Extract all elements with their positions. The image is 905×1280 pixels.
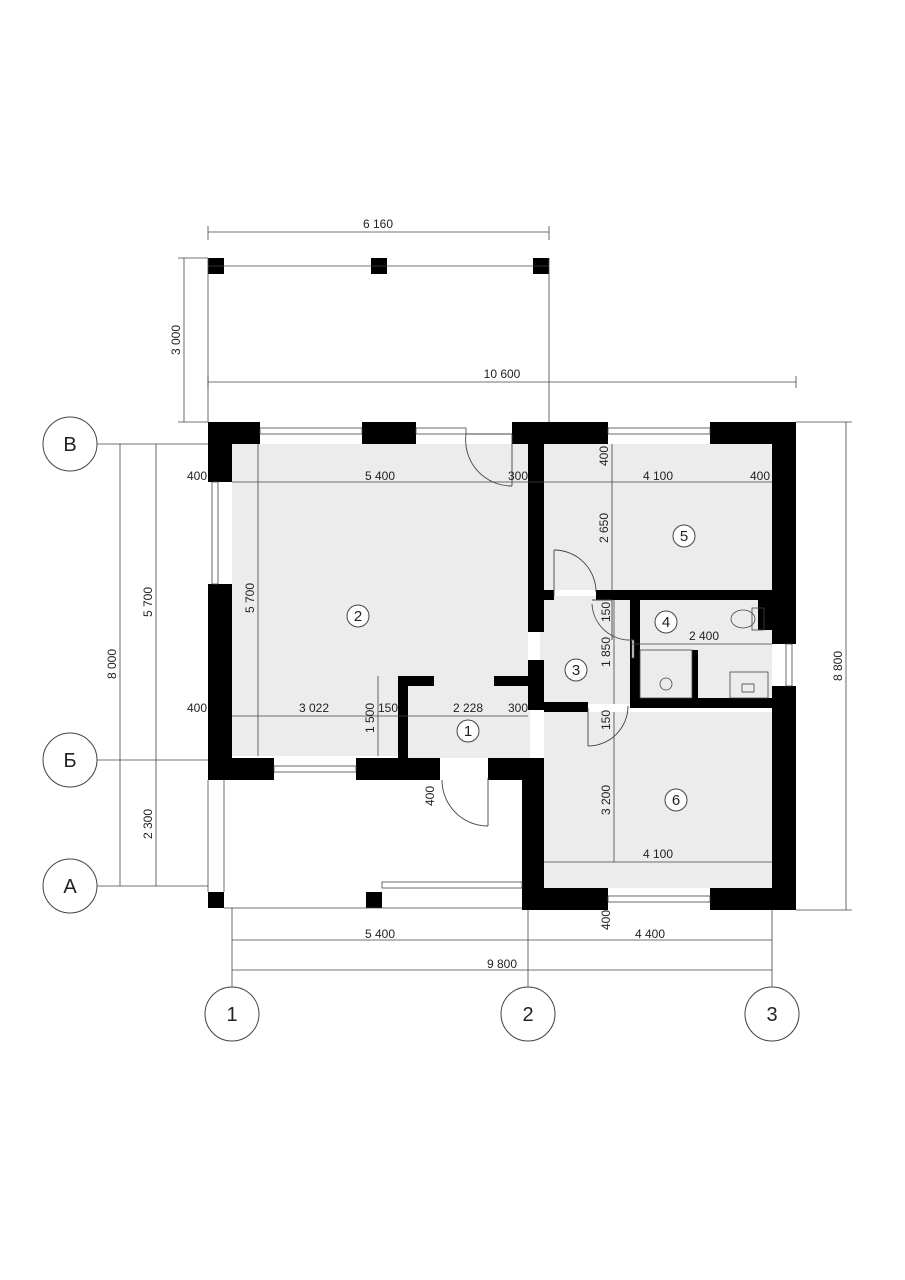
dim-room2-height: 5 700 <box>243 583 257 613</box>
dim-room2-width: 5 400 <box>365 469 395 483</box>
room-3-floor <box>540 596 632 704</box>
dim-room1-height: 1 500 <box>363 703 377 733</box>
axis-label-a: А <box>63 876 77 898</box>
dim-room6-width: 4 100 <box>643 847 673 861</box>
dim-left-upper: 5 700 <box>141 587 155 617</box>
room-5-floor <box>544 444 772 590</box>
dim-overall-width: 10 600 <box>484 367 521 381</box>
room-label-1: 1 <box>464 723 472 740</box>
post <box>366 892 382 908</box>
dim-entrance-wall: 400 <box>423 786 437 806</box>
washbasin <box>729 671 769 699</box>
axis-label-v: В <box>63 434 76 456</box>
dim-room5-right-wall: 400 <box>750 469 770 483</box>
axis-label-1: 1 <box>226 1004 237 1026</box>
dim-room5-height: 2 650 <box>597 513 611 543</box>
room-label-2: 2 <box>354 608 362 625</box>
dim-bottom-total: 9 800 <box>487 957 517 971</box>
room-label-3: 3 <box>572 662 580 679</box>
axis-label-b: Б <box>63 750 76 772</box>
toilet-tank <box>751 607 765 631</box>
axis-bubbles: В Б А 1 2 3 <box>42 416 800 1042</box>
dim-wall-300-top: 300 <box>508 469 528 483</box>
dim-room4-width: 2 400 <box>689 629 719 643</box>
room-labels: 2 1 3 4 5 6 <box>346 524 696 812</box>
canopy-outline <box>207 258 550 909</box>
axis-label-2: 2 <box>522 1004 533 1026</box>
dimension-lines <box>96 226 852 990</box>
dim-bottom-wall: 400 <box>599 910 613 930</box>
floor-fills <box>232 444 772 888</box>
room-label-6: 6 <box>672 792 680 809</box>
dimension-texts: 6 160 3 000 10 600 8 800 8 000 5 700 2 3… <box>105 217 845 971</box>
dim-wall-300-mid: 300 <box>508 701 528 715</box>
room-label-5: 5 <box>680 528 688 545</box>
dim-room2-lower-width: 3 022 <box>299 701 329 715</box>
dim-wall-150-left: 150 <box>378 701 398 715</box>
dim-room5-width: 4 100 <box>643 469 673 483</box>
axis-label-3: 3 <box>766 1004 777 1026</box>
dim-room1-width: 2 228 <box>453 701 483 715</box>
dim-wall-400-mid-left: 400 <box>187 701 207 715</box>
post <box>208 892 224 908</box>
dim-wall-150-bottom: 150 <box>599 710 613 730</box>
shower-tray <box>639 649 693 699</box>
washbasin-bowl <box>741 683 755 693</box>
room-6-floor <box>544 712 772 888</box>
dim-left-total: 8 000 <box>105 649 119 679</box>
dim-bottom-right: 4 400 <box>635 927 665 941</box>
dim-room5-top-wall: 400 <box>597 446 611 466</box>
doors <box>441 433 635 827</box>
room-label-4: 4 <box>662 614 670 631</box>
walls <box>208 258 796 910</box>
dim-wall-400-top-left: 400 <box>187 469 207 483</box>
dim-room3-height: 1 850 <box>599 637 613 667</box>
shower-drain <box>659 677 673 691</box>
dim-canopy-width: 6 160 <box>363 217 393 231</box>
dim-overall-depth: 8 800 <box>831 651 845 681</box>
windows <box>211 427 793 903</box>
dim-bottom-left: 5 400 <box>365 927 395 941</box>
dim-room6-height: 3 200 <box>599 785 613 815</box>
dim-wall-150-top: 150 <box>599 602 613 622</box>
fixtures <box>639 607 769 699</box>
dim-canopy-depth: 3 000 <box>169 325 183 355</box>
dim-left-lower: 2 300 <box>141 809 155 839</box>
toilet-bowl <box>730 609 756 629</box>
